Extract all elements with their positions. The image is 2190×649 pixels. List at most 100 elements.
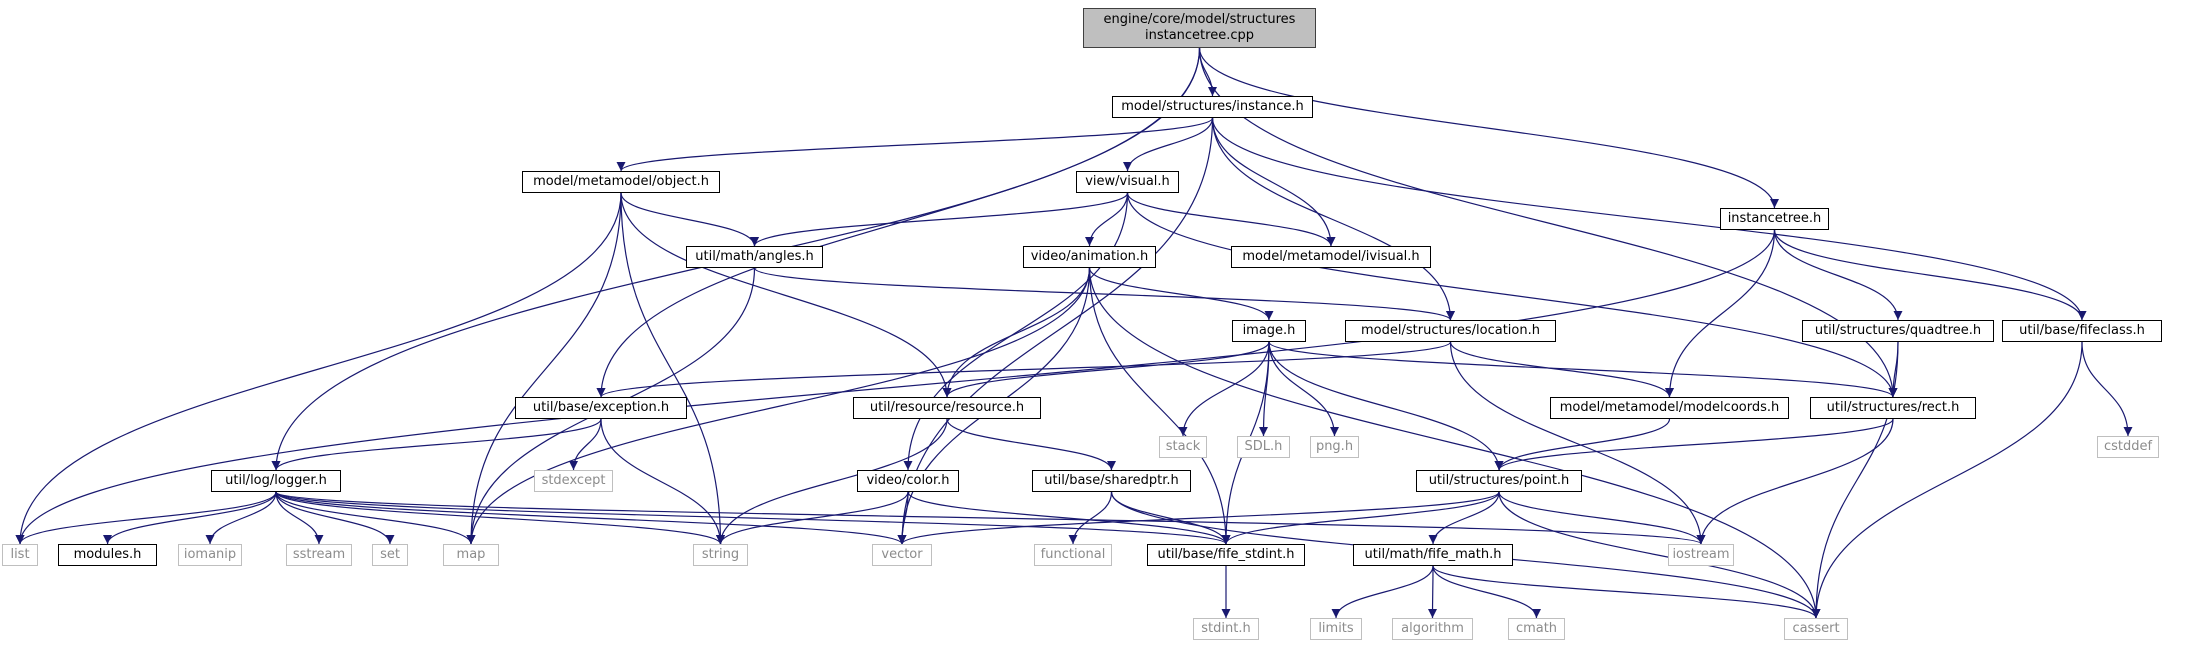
edge-object-h-to-angles-h xyxy=(620,192,759,247)
node-cstddef: cstddef xyxy=(2097,436,2159,458)
edge-logger-h-to-modules-h xyxy=(103,491,277,545)
edge-exception-h-to-logger-h xyxy=(271,418,602,471)
edge-fife-math-h-to-algorithm xyxy=(1428,565,1438,619)
node-label: util/math/fife_math.h xyxy=(1364,547,1502,562)
node-color-h[interactable]: video/color.h xyxy=(857,470,959,492)
edge-object-h-to-list xyxy=(15,192,622,545)
edge-instancetree-h-to-fifeclass-h xyxy=(1773,229,2087,321)
edge-exception-h-to-stdexcept xyxy=(569,418,602,471)
node-modules-h[interactable]: modules.h xyxy=(58,544,157,566)
node-label: cmath xyxy=(1515,621,1558,636)
node-label: modules.h xyxy=(73,547,142,562)
node-label: video/animation.h xyxy=(1030,249,1149,264)
node-label: limits xyxy=(1318,621,1354,636)
edge-visual-h-to-animation-h xyxy=(1085,192,1129,247)
edge-instancetree-h-to-list xyxy=(15,229,1776,545)
edge-object-h-to-string xyxy=(620,192,725,545)
node-label: png.h xyxy=(1315,439,1354,454)
node-label: video/color.h xyxy=(866,473,950,488)
node-label: cassert xyxy=(1792,621,1840,636)
edge-object-h-to-resource-h xyxy=(620,192,952,398)
edge-point-h-to-vector xyxy=(897,491,1500,545)
node-object-h[interactable]: model/metamodel/object.h xyxy=(522,171,720,193)
node-fife-stdint-h[interactable]: util/base/fife_stdint.h xyxy=(1147,544,1305,566)
node-instancetree-h[interactable]: instancetree.h xyxy=(1720,208,1829,230)
node-sdl-h: SDL.h xyxy=(1237,436,1290,458)
edge-animation-h-to-cassert xyxy=(1088,267,1821,619)
node-label: model/structures/location.h xyxy=(1361,323,1540,338)
edge-instance-h-to-vector xyxy=(897,117,1214,545)
node-label: util/structures/point.h xyxy=(1428,473,1570,488)
edge-fife-math-h-to-cmath xyxy=(1432,565,1541,619)
edge-location-h-to-modelcoords-h xyxy=(1449,341,1674,398)
node-fife-math-h[interactable]: util/math/fife_math.h xyxy=(1353,544,1513,566)
edge-point-h-to-iostream xyxy=(1498,491,1706,545)
edge-instancetree-h-to-modelcoords-h xyxy=(1665,229,1776,398)
edge-image-h-to-point-h xyxy=(1268,341,1504,471)
node-exception-h[interactable]: util/base/exception.h xyxy=(515,397,687,419)
node-label: view/visual.h xyxy=(1085,174,1170,189)
node-rect-h[interactable]: util/structures/rect.h xyxy=(1810,397,1976,419)
edge-resource-h-to-string xyxy=(716,418,948,545)
node-instance-h[interactable]: model/structures/instance.h xyxy=(1112,96,1313,118)
edge-instance-h-to-location-h xyxy=(1211,117,1455,321)
edge-logger-h-to-set xyxy=(275,491,395,545)
node-label: instancetree.h xyxy=(1727,211,1822,226)
edge-logger-h-to-map xyxy=(275,491,476,545)
node-label: set xyxy=(380,547,400,562)
node-instancetree-cpp[interactable]: engine/core/model/structures instancetre… xyxy=(1083,8,1316,48)
node-point-h[interactable]: util/structures/point.h xyxy=(1416,470,1582,492)
node-set: set xyxy=(372,544,408,566)
edge-visual-h-to-color-h xyxy=(903,192,1129,471)
node-label: util/log/logger.h xyxy=(225,473,327,488)
node-visual-h[interactable]: view/visual.h xyxy=(1076,171,1179,193)
edge-visual-h-to-angles-h xyxy=(750,192,1129,247)
node-png-h: png.h xyxy=(1310,436,1359,458)
node-label: util/resource/resource.h xyxy=(869,400,1025,415)
node-functional: functional xyxy=(1034,544,1112,566)
node-label: util/base/fifeclass.h xyxy=(2019,323,2145,338)
node-label: util/base/sharedptr.h xyxy=(1044,473,1179,488)
node-label: image.h xyxy=(1242,323,1296,338)
edge-visual-h-to-rect-h xyxy=(1126,192,1898,398)
edge-animation-h-to-fife-stdint-h xyxy=(1088,267,1231,545)
edge-logger-h-to-sstream xyxy=(275,491,324,545)
node-fifeclass-h[interactable]: util/base/fifeclass.h xyxy=(2002,320,2162,342)
edge-fife-math-h-to-limits xyxy=(1331,565,1434,619)
node-modelcoords-h[interactable]: model/metamodel/modelcoords.h xyxy=(1550,397,1789,419)
node-label: list xyxy=(10,547,30,562)
edge-logger-h-to-vector xyxy=(275,491,907,545)
node-label: stdint.h xyxy=(1201,621,1251,636)
node-label: engine/core/model/structures instancetre… xyxy=(1103,12,1296,43)
edge-image-h-to-stack xyxy=(1178,341,1270,437)
node-angles-h[interactable]: util/math/angles.h xyxy=(686,246,823,268)
node-ivisual-h[interactable]: model/metamodel/ivisual.h xyxy=(1231,246,1431,268)
node-animation-h[interactable]: video/animation.h xyxy=(1023,246,1156,268)
edge-image-h-to-png-h xyxy=(1268,341,1339,437)
node-sharedptr-h[interactable]: util/base/sharedptr.h xyxy=(1032,470,1191,492)
edge-fife-math-h-to-cassert xyxy=(1432,565,1821,619)
edge-logger-h-to-iomanip xyxy=(205,491,277,545)
node-label: vector xyxy=(881,547,923,562)
edge-fifeclass-h-to-cassert xyxy=(1811,341,2083,619)
edge-point-h-to-cassert xyxy=(1498,491,1821,619)
node-quadtree-h[interactable]: util/structures/quadtree.h xyxy=(1802,320,1994,342)
node-resource-h[interactable]: util/resource/resource.h xyxy=(853,397,1041,419)
node-image-h[interactable]: image.h xyxy=(1232,320,1306,342)
edge-logger-h-to-iostream xyxy=(275,491,1706,545)
node-label: model/metamodel/object.h xyxy=(533,174,709,189)
edge-location-h-to-exception-h xyxy=(596,341,1452,398)
node-label: iostream xyxy=(1672,547,1730,562)
edge-instancetree-cpp-to-instancetree-h xyxy=(1198,47,1779,209)
edge-logger-h-to-list xyxy=(15,491,277,545)
edge-instance-h-to-fifeclass-h xyxy=(1211,117,2087,321)
node-location-h[interactable]: model/structures/location.h xyxy=(1345,320,1556,342)
node-sstream: sstream xyxy=(286,544,352,566)
edge-visual-h-to-ivisual-h xyxy=(1126,192,1336,247)
node-logger-h[interactable]: util/log/logger.h xyxy=(211,470,341,492)
node-stdint-h: stdint.h xyxy=(1193,618,1259,640)
edge-resource-h-to-sharedptr-h xyxy=(946,418,1116,471)
node-cassert: cassert xyxy=(1784,618,1848,640)
edge-object-h-to-map xyxy=(466,192,622,545)
edge-image-h-to-resource-h xyxy=(942,341,1270,398)
